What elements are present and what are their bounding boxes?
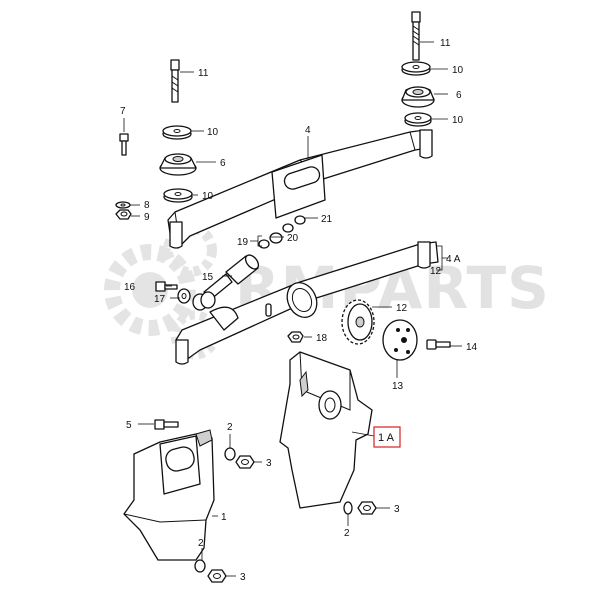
- bolt-top-right: [411, 11, 421, 61]
- callout-1: 1: [221, 512, 227, 523]
- callout-2c: 2: [344, 528, 350, 539]
- callout-6a: 6: [456, 90, 462, 101]
- bolt-16: [155, 281, 178, 292]
- nut-9: [115, 209, 132, 220]
- callout-9: 9: [144, 212, 150, 223]
- callout-19: 19: [237, 237, 249, 248]
- callout-10d: 10: [202, 191, 214, 202]
- bushing-17: [192, 291, 216, 311]
- small-bolt-7: [119, 133, 129, 156]
- callout-17: 17: [154, 294, 166, 305]
- callout-15: 15: [202, 272, 214, 283]
- callout-16: 16: [124, 282, 136, 293]
- rubber-mount-left: [159, 153, 197, 176]
- callout-12b: 12: [396, 303, 408, 314]
- callout-4a: 4 A: [446, 254, 461, 265]
- bolt-5: [154, 419, 179, 430]
- callout-12a: 12: [430, 266, 442, 277]
- bracket-1: [123, 429, 215, 561]
- washer-2-upper-left: [224, 447, 236, 461]
- washer-upper-left: [162, 125, 192, 140]
- rubber-mount-top-right: [401, 86, 435, 108]
- callout-8: 8: [144, 200, 150, 211]
- callout-1a: 1 A: [378, 432, 395, 444]
- callout-14: 14: [466, 342, 478, 353]
- callout-10b: 10: [452, 115, 464, 126]
- callout-7: 7: [120, 106, 126, 117]
- washer-8: [115, 201, 131, 209]
- washer-2-lower-left: [194, 559, 206, 573]
- callout-11a: 11: [440, 38, 451, 49]
- callout-labels: 11 10 6 10 11 7 10 6 10 8 9 4 21 20 19 4…: [120, 38, 478, 583]
- washer-top-right: [401, 61, 431, 76]
- callout-4: 4: [305, 125, 311, 136]
- callout-10a: 10: [452, 65, 464, 76]
- nut-3-lower-left: [207, 569, 227, 583]
- nut-18: [287, 331, 304, 343]
- leader-lines: [123, 41, 462, 577]
- callout-11b: 11: [198, 68, 209, 79]
- washer-lower-right: [404, 112, 432, 127]
- crossmember-upper: [167, 129, 433, 249]
- bolt-14: [426, 339, 451, 350]
- callout-2a: 2: [227, 422, 233, 433]
- nut-3-right: [357, 501, 377, 515]
- callout-6b: 6: [220, 158, 226, 169]
- callout-13: 13: [392, 381, 404, 392]
- callout-3b: 3: [240, 572, 246, 583]
- callout-21: 21: [321, 214, 333, 225]
- flange-13: [382, 319, 418, 361]
- washer-17: [177, 288, 191, 304]
- callout-3a: 3: [266, 458, 272, 469]
- seal-ring-12: [286, 281, 318, 319]
- washer-mid-left: [163, 188, 193, 203]
- callout-18: 18: [316, 333, 328, 344]
- callout-10c: 10: [207, 127, 219, 138]
- nut-3-upper-left: [235, 455, 255, 469]
- gear-12: [341, 299, 375, 345]
- callout-5: 5: [126, 420, 132, 431]
- washer-2-right: [343, 501, 353, 515]
- bushing-set: [258, 215, 306, 249]
- bolt-top-left: [170, 59, 180, 103]
- callout-3c: 3: [394, 504, 400, 515]
- callout-20: 20: [287, 233, 299, 244]
- bracket-1a: [279, 351, 373, 509]
- callout-2b: 2: [198, 538, 204, 549]
- highlight-callout-1a: 1 A: [373, 426, 401, 448]
